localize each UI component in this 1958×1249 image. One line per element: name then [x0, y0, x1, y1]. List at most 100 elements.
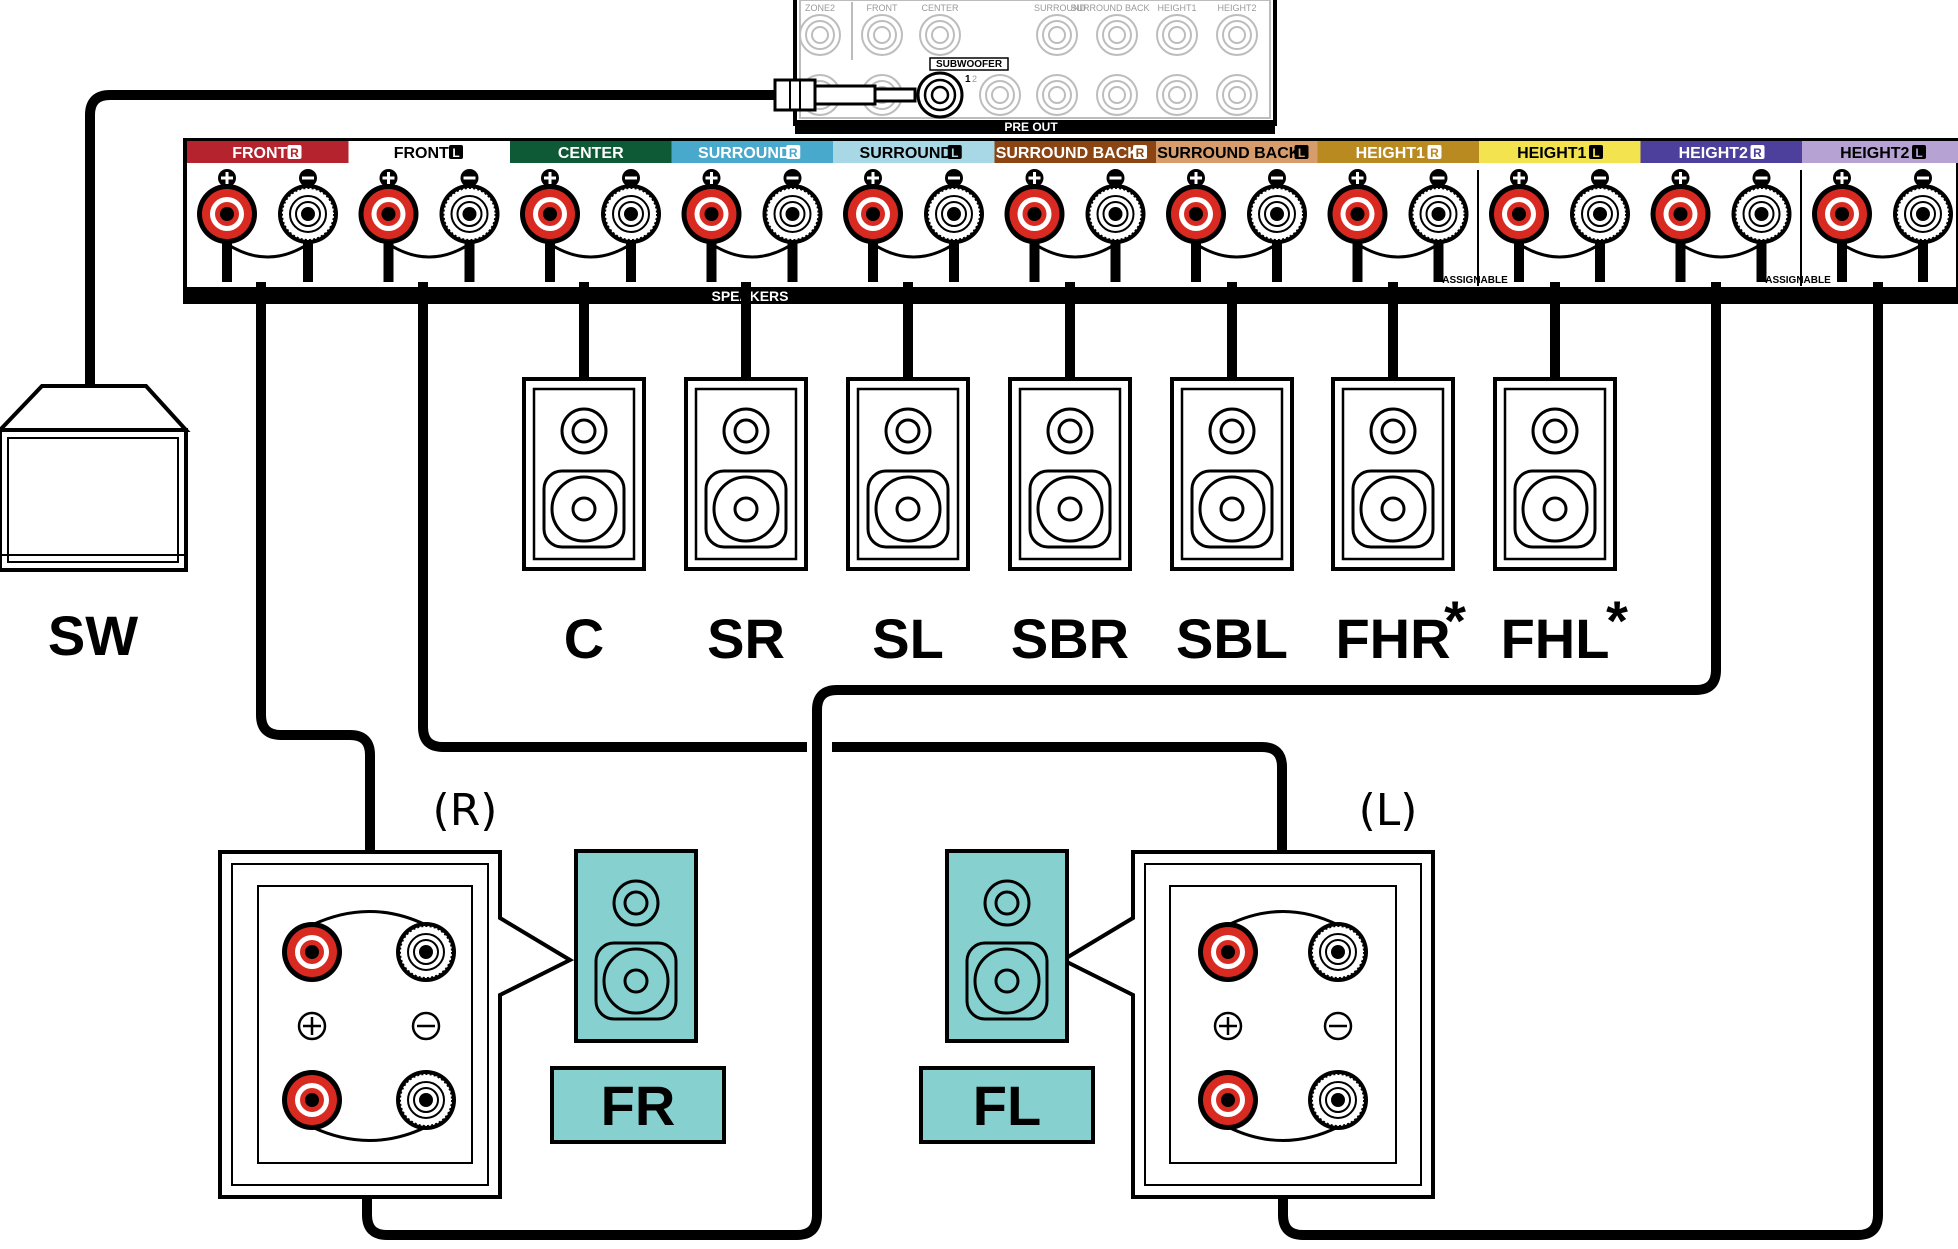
- speaker-label: SL: [872, 607, 944, 670]
- terminal-positive-1[interactable]: [358, 184, 419, 244]
- pre-out-top-label: FRONT: [867, 3, 898, 13]
- channel-badge-box: [947, 145, 962, 159]
- front-right-side-label: (R): [433, 785, 498, 836]
- channel-badge: L: [452, 146, 459, 160]
- speaker-label: FHR: [1335, 607, 1450, 670]
- front-left-terminal-red-top[interactable]: [1198, 922, 1258, 982]
- channel-badge-box: [1912, 145, 1926, 159]
- front-left-terminal-white-bottom[interactable]: [1307, 1069, 1369, 1131]
- front-right-minus-icon: [411, 1011, 441, 1041]
- speaker-sr: SR: [684, 377, 808, 670]
- speaker-label: SR: [707, 607, 785, 670]
- front-right-terminal-white-top[interactable]: [395, 921, 457, 983]
- subwoofer-jack-1-number: 1: [965, 74, 971, 85]
- pre-out-top-label: CENTER: [921, 3, 959, 13]
- terminal-positive-3[interactable]: [681, 184, 742, 244]
- front-right-speaker-icon: [574, 849, 698, 1043]
- channel-badge-box: [786, 145, 801, 159]
- front-left-minus-icon: [1323, 1011, 1353, 1041]
- channel-badge-box: [1589, 145, 1603, 159]
- terminal-negative-0[interactable]: [277, 183, 339, 245]
- speaker-wires: [85, 90, 1883, 1240]
- pre-out-top-label: SURROUND: [1034, 3, 1087, 13]
- speaker-label: SBL: [1176, 607, 1288, 670]
- front-left-speaker-icon: [945, 849, 1069, 1043]
- channel-tab-7: HEIGHT1 R: [1317, 141, 1479, 163]
- terminal-positive-2[interactable]: [520, 184, 580, 244]
- terminal-negative-10[interactable]: [1892, 183, 1954, 245]
- front-right-speaker-group: FR (R): [218, 785, 726, 1199]
- terminal-negative-2[interactable]: [600, 183, 662, 245]
- front-right-terminal-white-bottom[interactable]: [395, 1069, 457, 1131]
- terminal-negative-1[interactable]: [438, 183, 501, 245]
- terminal-positive-4[interactable]: [843, 184, 903, 244]
- front-right-label-box: [550, 1066, 726, 1144]
- terminal-negative-4[interactable]: [923, 183, 985, 245]
- channel-tab-label: FRONT: [232, 145, 287, 162]
- pre-out-top-label: HEIGHT2: [1217, 3, 1256, 13]
- front-left-terminal-white-top[interactable]: [1307, 921, 1369, 983]
- speaker-label: FHL: [1501, 607, 1610, 670]
- terminal-positive-9[interactable]: [1650, 184, 1711, 244]
- pre-out-label: PRE OUT: [1004, 120, 1058, 134]
- pre-out-top-label: SURROUND BACK: [1070, 3, 1149, 13]
- terminal-positive-7[interactable]: [1327, 184, 1388, 244]
- channel-badge-box: [1294, 145, 1309, 159]
- speaker-sl: SL: [846, 377, 970, 670]
- front-left-terminal-red-bottom[interactable]: [1198, 1070, 1258, 1130]
- channel-tab-label: HEIGHT1: [1356, 145, 1425, 162]
- channel-badge: R: [789, 146, 798, 160]
- speaker-sbl: SBL: [1170, 377, 1294, 670]
- channel-tab-label: HEIGHT2: [1679, 145, 1748, 162]
- speaker-row: C SR SL SBR SBL FHR*FHL*: [522, 377, 1628, 670]
- channel-badge: R: [1753, 146, 1762, 160]
- channel-badge: R: [1430, 146, 1439, 160]
- front-left-label-box: [919, 1066, 1095, 1144]
- channel-tab-label: SURROUND: [860, 145, 952, 162]
- channel-badge-box: [1133, 145, 1147, 159]
- terminal-negative-5[interactable]: [1084, 183, 1147, 245]
- terminal-positive-8[interactable]: [1489, 184, 1549, 244]
- terminal-positive-0[interactable]: [197, 184, 257, 244]
- channel-badge-box: [449, 145, 463, 159]
- terminal-negative-3[interactable]: [761, 183, 824, 245]
- front-right-label: FR: [601, 1074, 676, 1137]
- channel-badge-box: [1750, 145, 1765, 159]
- terminal-negative-8[interactable]: [1569, 183, 1631, 245]
- assignable-label-1: ASSIGNABLE: [1442, 275, 1508, 286]
- front-left-label: FL: [973, 1074, 1041, 1137]
- speaker-c: C: [522, 377, 646, 670]
- speaker-sbr: SBR: [1008, 377, 1132, 670]
- channel-tab-2: CENTER: [510, 141, 672, 163]
- channel-badge: L: [1298, 146, 1305, 160]
- front-right-terminal-red-top[interactable]: [282, 922, 342, 982]
- assignable-label-2: ASSIGNABLE: [1765, 275, 1831, 286]
- terminal-negative-7[interactable]: [1407, 183, 1470, 245]
- terminal-positive-6[interactable]: [1166, 184, 1226, 244]
- speaker-label: SBR: [1011, 607, 1129, 670]
- channel-badge-box: [1427, 145, 1442, 159]
- channel-tab-label: SURROUND BACK: [1157, 145, 1301, 162]
- channel-tab-label: SURROUND: [698, 145, 790, 162]
- terminal-negative-9[interactable]: [1730, 183, 1793, 245]
- front-right-terminal-red-bottom[interactable]: [282, 1070, 342, 1130]
- channel-badge-box: [287, 145, 302, 159]
- subwoofer-label: SUBWOOFER: [936, 59, 1003, 70]
- channel-tab-label: FRONT: [394, 145, 449, 162]
- terminal-positive-5[interactable]: [1004, 184, 1065, 244]
- subwoofer-label-box: [929, 57, 1009, 71]
- terminal-positive-10[interactable]: [1812, 184, 1872, 244]
- speaker-fhr: FHR*: [1331, 377, 1466, 670]
- terminal-negative-6[interactable]: [1246, 183, 1308, 245]
- front-right-plus-icon: [297, 1011, 327, 1041]
- speaker-fhl: FHL*: [1493, 377, 1628, 670]
